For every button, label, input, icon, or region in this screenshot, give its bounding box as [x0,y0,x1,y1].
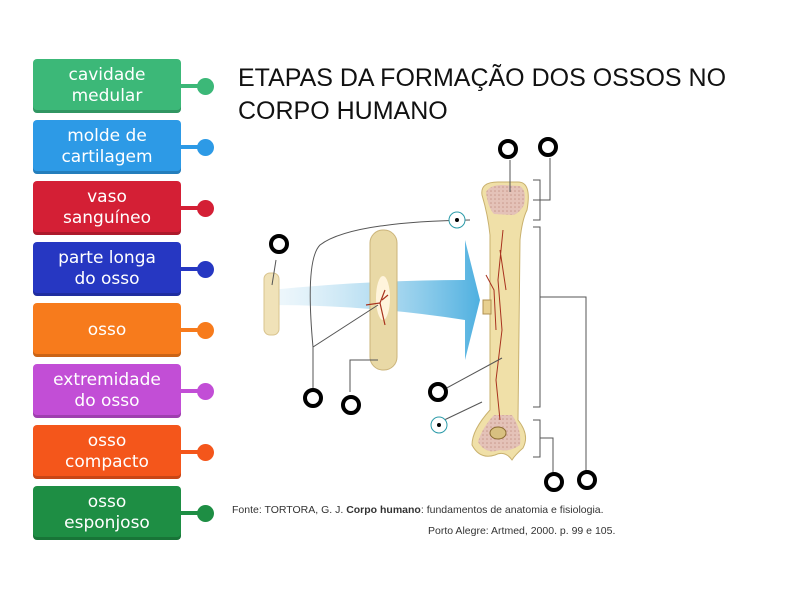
label-tile[interactable]: osso compacto [33,425,181,479]
drop-target-circle [303,388,323,408]
label-tile-text: cavidade medular [68,65,146,106]
connector-line [181,328,201,332]
bone-formation-diagram [263,137,597,492]
drop-targets [269,137,597,492]
drop-target-dot [430,416,448,434]
connector-line [181,389,201,393]
label-tile-text: osso esponjoso [64,492,150,533]
drop-target-circle [577,470,597,490]
connector-handle[interactable] [197,444,214,461]
label-tile[interactable]: osso esponjoso [33,486,181,540]
drop-target-circle [498,139,518,159]
label-tile[interactable]: molde de cartilagem [33,120,181,174]
label-tile[interactable]: vaso sanguíneo [33,181,181,235]
label-tile[interactable]: parte longa do osso [33,242,181,296]
connector-line [181,511,201,515]
long-bone [471,181,529,461]
cartilage-mold-small [263,272,280,336]
source-citation: Fonte: TORTORA, G. J. Corpo humano: fund… [232,504,604,516]
connector-line [181,145,201,149]
drop-target-circle [341,395,361,415]
drop-target-circle [544,472,564,492]
drop-target-circle [538,137,558,157]
label-tile[interactable]: extremidade do osso [33,364,181,418]
label-tile-text: vaso sanguíneo [63,187,151,228]
connector-line [181,267,201,271]
label-tile-text: extremidade do osso [53,370,161,411]
label-tile-text: osso [87,319,127,340]
label-tile-text: parte longa do osso [58,248,156,289]
drop-target-circle [428,382,448,402]
connector-handle[interactable] [197,200,214,217]
label-tile-text: osso compacto [65,431,149,472]
connector-handle[interactable] [197,78,214,95]
connector-handle[interactable] [197,505,214,522]
drop-target-dot [448,211,466,229]
source-citation-line2: Porto Alegre: Artmed, 2000. p. 99 e 105. [428,525,616,537]
connector-handle[interactable] [197,322,214,339]
connector-line [181,450,201,454]
page-title: ETAPAS DA FORMAÇÃO DOS OSSOS NO CORPO HU… [238,64,727,125]
label-tile[interactable]: osso [33,303,181,357]
connector-line [181,84,201,88]
connector-line [181,206,201,210]
connector-handle[interactable] [197,261,214,278]
label-tile-text: molde de cartilagem [61,126,153,167]
label-tile[interactable]: cavidade medular [33,59,181,113]
connector-handle[interactable] [197,383,214,400]
drop-target-circle [269,234,289,254]
connector-handle[interactable] [197,139,214,156]
